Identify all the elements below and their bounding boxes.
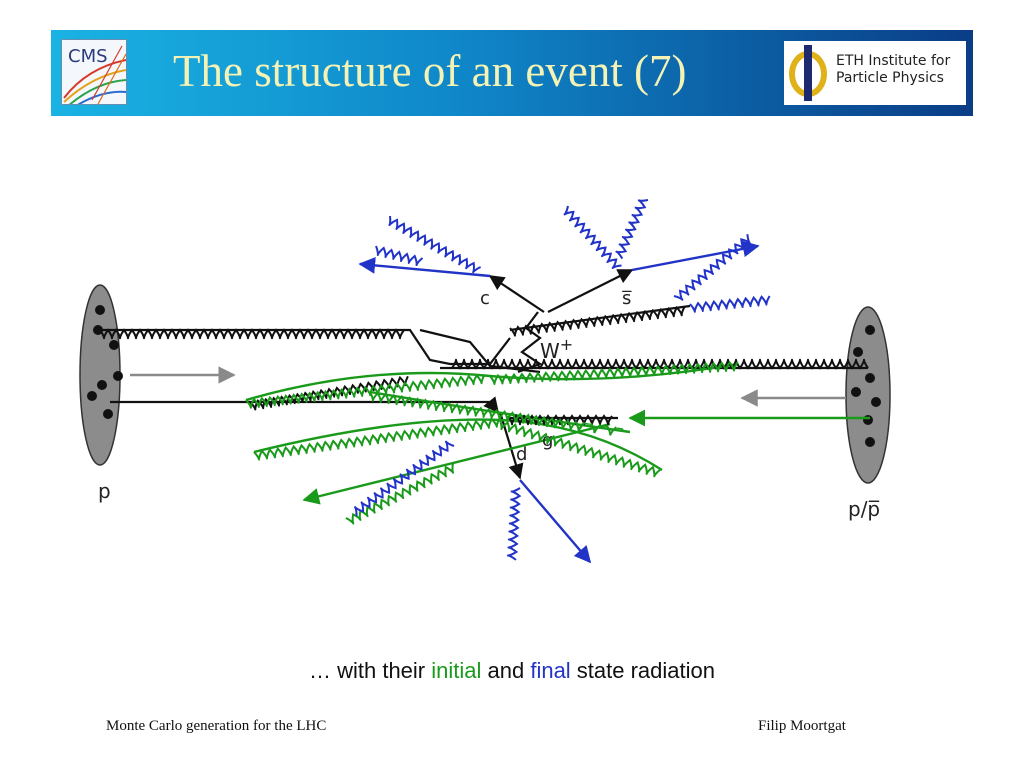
label-boson: W+	[540, 335, 573, 363]
footer-title: Monte Carlo generation for the LHC	[106, 718, 327, 734]
caption-suffix: state radiation	[570, 658, 715, 683]
gluon-incoming-left	[99, 328, 405, 340]
label-proton-left: p	[98, 479, 111, 503]
caption: … with their initial and final state rad…	[0, 658, 1024, 684]
isr-gluon-6	[345, 463, 455, 525]
caption-middle: and	[481, 658, 531, 683]
title-bar: CMS The structure of an event (7) ETH In…	[51, 30, 973, 116]
label-quark-d: d	[516, 444, 527, 465]
fsr-gluon-d	[506, 487, 522, 561]
fsr-gluon-s3	[673, 234, 751, 301]
isr-gluon-5	[369, 391, 625, 438]
label-boson-charge: +	[560, 335, 573, 354]
cms-logo-graphic: CMS	[63, 45, 126, 104]
footer-author: Filip Moortgat	[758, 718, 846, 734]
eth-logo-line1: ETH Institute for	[836, 53, 951, 69]
isr-gluon-1	[245, 373, 486, 409]
isr-gluon-2	[489, 360, 739, 385]
gluon-outgoing-top	[509, 305, 686, 337]
fsr-gluon-isr	[354, 440, 455, 517]
label-proton-right: p/p̅	[848, 497, 880, 521]
isr-gluon-4	[499, 419, 662, 478]
cms-logo-text: CMS	[68, 46, 108, 67]
gluon-incoming-right	[451, 358, 869, 370]
eth-logo: ETH Institute for Particle Physics	[784, 41, 966, 105]
page-title: The structure of an event (7)	[173, 46, 687, 96]
proton-right	[845, 306, 891, 484]
fsr-gluon-s1	[563, 205, 622, 270]
caption-initial: initial	[431, 658, 482, 683]
fsr-gluon-c1	[388, 215, 482, 274]
cms-logo: CMS	[61, 39, 127, 105]
label-quark-sbar: s̅	[621, 288, 632, 309]
eth-phi-logo-icon	[789, 45, 827, 101]
fsr-gluon-s2	[615, 199, 649, 260]
caption-final: final	[530, 658, 571, 683]
initial-state-radiation	[245, 362, 870, 505]
fsr-gluon-c2	[375, 245, 424, 267]
eth-logo-line2: Particle Physics	[836, 70, 944, 86]
proton-left	[79, 284, 123, 466]
event-structure-diagram: c s̅ W+ d g p p/p̅	[79, 199, 891, 564]
fsr-gluon-s4	[689, 295, 771, 313]
isr-gluon-3	[253, 417, 501, 461]
caption-prefix: … with their	[308, 658, 432, 683]
eth-logo-text: ETH Institute for Particle Physics	[836, 53, 950, 87]
label-quark-c: c	[480, 288, 490, 309]
label-boson-name: W	[540, 339, 560, 363]
